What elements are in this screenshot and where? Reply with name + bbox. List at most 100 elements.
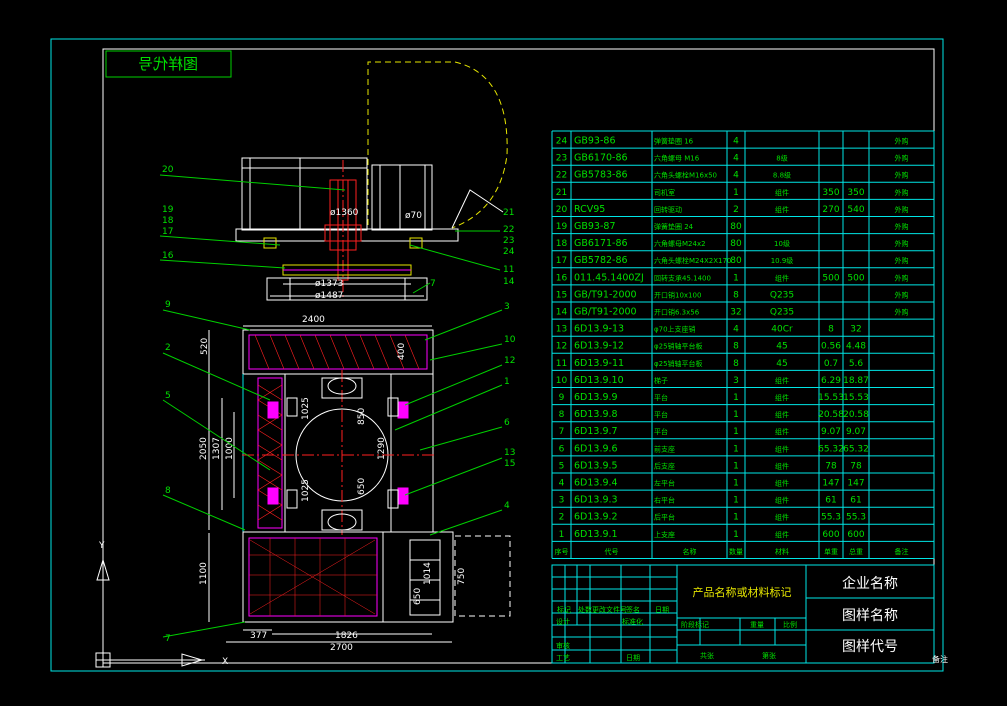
bom-cell-qty: 2 (733, 205, 739, 215)
dim-v1014: 1014 (423, 562, 433, 585)
bom-cell-no: 6 (559, 444, 565, 454)
bom-cell-name: 六角螺母M24x2 (654, 239, 706, 248)
tb-label-design: 设计 (556, 617, 570, 626)
bom-cell-name: 开口销6.3x56 (654, 308, 700, 317)
drawing-name: 图样名称 (842, 608, 898, 624)
bom-cell-code: 6D13.9-11 (574, 358, 624, 369)
bom-cell-w1: 600 (822, 530, 839, 540)
tb-label-process: 工艺 (556, 654, 570, 662)
bom-cell-no: 14 (556, 308, 568, 318)
bom-header-cell: 序号 (555, 547, 569, 556)
bom-cell-qty: 1 (733, 273, 739, 283)
bom-cell-w2: 55.3 (846, 513, 866, 523)
dim-v1290: 1290 (377, 437, 387, 460)
bom-cell-no: 16 (556, 273, 568, 283)
bom-header-cell: 名称 (683, 547, 697, 556)
bom-cell-code: GB/T91-2000 (574, 289, 637, 300)
bom-cell-w2: 9.07 (846, 427, 866, 437)
callout-3: 3 (504, 302, 510, 312)
bom-cell-name: 弹簧垫圈 24 (654, 222, 694, 231)
bom-cell-w2: 65.32 (843, 444, 869, 454)
bom-cell-w2: 61 (850, 496, 861, 506)
bom-cell-name: 后支座 (654, 461, 675, 470)
bom-cell-mat: 组件 (775, 410, 789, 419)
dim-d70: ø70 (405, 211, 422, 221)
bom-header-cell: 代号 (605, 547, 619, 556)
dim-v650b: 650 (413, 588, 423, 605)
callout-21: 21 (503, 208, 514, 218)
bom-cell-mat: 45 (776, 342, 787, 352)
inner-frame (102, 48, 935, 664)
dim-v850: 850 (357, 408, 367, 425)
bom-cell-code: 6D13.9.10 (574, 375, 624, 386)
callout-7b: 7 (165, 634, 171, 644)
bom-header-cell: 备注 (895, 547, 909, 556)
bom-cell-remark: 外购 (895, 205, 909, 214)
bom-cell-qty: 8 (733, 359, 739, 369)
bom-cell-no: 21 (556, 188, 567, 198)
outer-frame (50, 38, 944, 672)
dim-h1025b: 1025 (301, 479, 311, 502)
bom-header-cell: 材料 (775, 547, 789, 556)
bom-cell-no: 19 (556, 222, 568, 232)
stamp-text: 图样代号 (138, 55, 198, 73)
bom-cell-code: GB6171-86 (574, 238, 628, 249)
bom-cell-w2: 4.48 (846, 342, 866, 352)
dim-h520: 520 (200, 338, 210, 355)
bom-cell-no: 7 (559, 427, 565, 437)
bom-header-cell: 单重 (824, 547, 838, 556)
dim-v650: 650 (357, 478, 367, 495)
drawing-code-stamp: 图样代号 (105, 50, 232, 78)
bom-cell-mat: 组件 (775, 393, 789, 402)
bom-cell-code: GB93-86 (574, 136, 615, 147)
bom-cell-code: GB/T91-2000 (574, 307, 637, 318)
bom-cell-remark: 外购 (895, 222, 909, 231)
bom-cell-code: 6D13.9.7 (574, 426, 618, 437)
bom-cell-name: 上支座 (654, 530, 675, 539)
bom-cell-name: 六角头螺栓M24X2X170 (654, 256, 731, 265)
callout-8: 8 (165, 486, 171, 496)
bom-cell-code: 6D13.9.4 (574, 478, 618, 489)
bom-cell-code: 6D13.9.8 (574, 409, 618, 420)
callout-16: 16 (162, 251, 174, 261)
bom-cell-no: 8 (559, 410, 565, 420)
bom-cell-mat: 组件 (775, 427, 789, 436)
dim-h1025a: 1025 (301, 397, 311, 420)
company-name: 企业名称 (842, 575, 898, 592)
bom-cell-mat: 8.8级 (773, 171, 791, 180)
bom-cell-w1: 147 (822, 479, 839, 489)
bom-cell-name: 前支座 (654, 444, 675, 453)
bom-cell-w2: 350 (847, 188, 864, 198)
bom-cell-name: 弹簧垫圈 16 (654, 137, 694, 146)
bom-cell-no: 24 (556, 137, 568, 147)
bom-cell-w1: 500 (822, 273, 839, 283)
bom-cell-name: 左平台 (654, 479, 675, 488)
bom-cell-qty: 4 (733, 137, 739, 147)
callout-6: 6 (504, 418, 510, 428)
bom-cell-mat: 组件 (775, 376, 789, 385)
bom-cell-name: 后平台 (654, 513, 675, 522)
callout-7: 7 (430, 279, 436, 289)
bom-cell-code: 011.45.1400ZJ (574, 272, 644, 283)
bom-cell-mat: Q235 (770, 290, 794, 300)
bom-cell-w2: 18.87 (843, 376, 869, 386)
bom-header-cell: 数量 (729, 547, 743, 556)
bom-cell-code: GB5782-86 (574, 255, 628, 266)
bom-cell-name: 六角头螺栓M16x50 (654, 171, 717, 180)
bom-cell-no: 9 (559, 393, 565, 403)
bom-cell-qty: 1 (733, 461, 739, 471)
bom-cell-mat: 组件 (775, 530, 789, 539)
bom-cell-qty: 4 (733, 325, 739, 335)
tb-label-change: 更改文件号 (592, 605, 627, 614)
bom-cell-w1: 15.53 (818, 393, 844, 403)
bom-cell-w1: 8 (828, 325, 834, 335)
bom-cell-qty: 4 (733, 171, 739, 181)
callout-1: 1 (504, 377, 510, 387)
callout-2: 2 (165, 343, 171, 353)
bom-cell-name: 回转驱动 (654, 205, 682, 214)
dim-h1000: 1000 (225, 437, 235, 460)
callout-4: 4 (504, 501, 510, 511)
bom-cell-code: 6D13.9-12 (574, 341, 624, 352)
bom-cell-name: φ70上支座销 (654, 325, 696, 334)
